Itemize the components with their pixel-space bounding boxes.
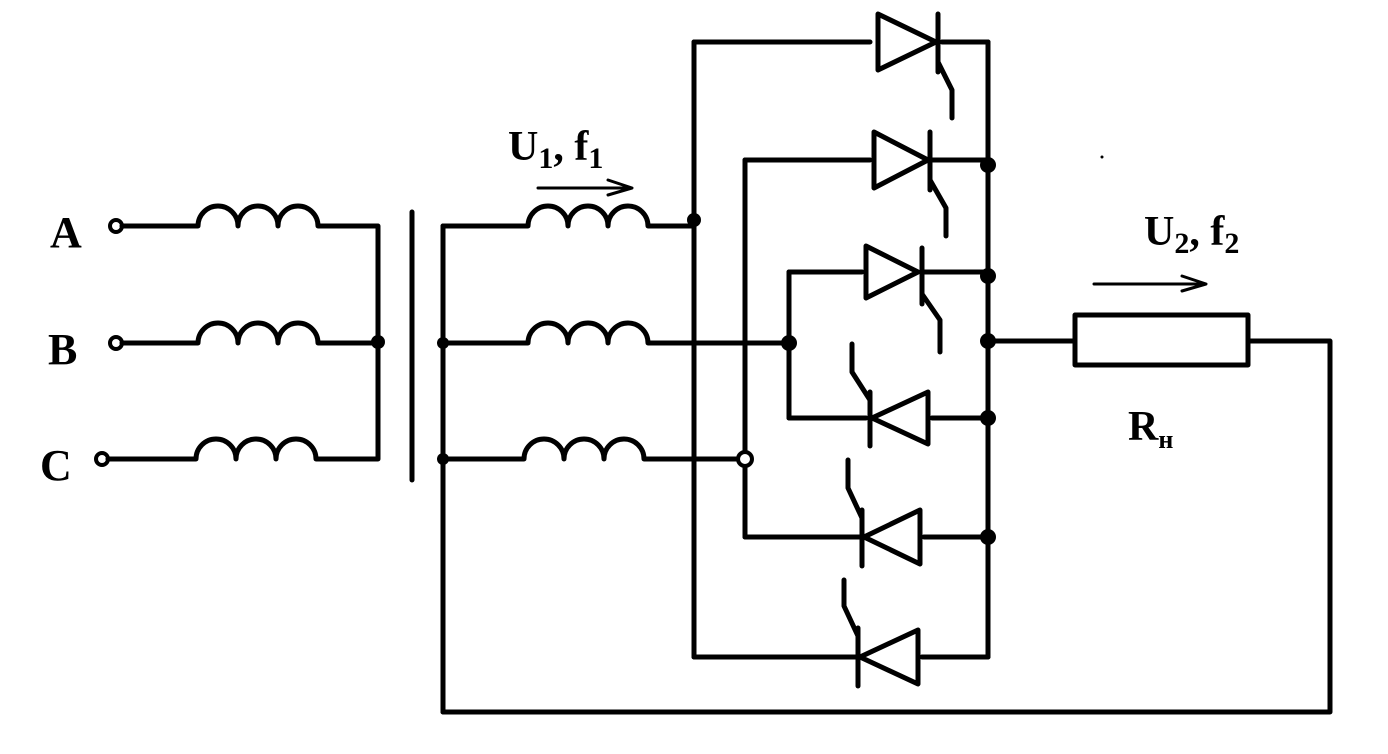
load-resistor [1072, 312, 1251, 368]
secondary-winding-b [440, 320, 792, 346]
primary-winding-a [108, 203, 381, 345]
thyristor-6 [841, 577, 921, 689]
phase-b-label: B [48, 325, 77, 374]
secondary-winding-a [440, 203, 697, 229]
junction-dots [371, 155, 1104, 545]
thyristor-1 [875, 11, 955, 121]
input-arrow [536, 178, 634, 197]
thyristor-3 [863, 243, 943, 355]
phase-a-label: A [50, 208, 82, 257]
junction-open-c [736, 450, 754, 468]
thyristor-4 [849, 341, 931, 449]
input-voltage-frequency-label: U1, f1 [508, 124, 603, 175]
thyristor-2 [871, 129, 949, 239]
primary-winding-b [108, 320, 381, 351]
phase-c-label: C [40, 441, 72, 490]
output-voltage-frequency-label: U2, f2 [1144, 209, 1239, 260]
load-resistor-label: Rн [1128, 404, 1173, 454]
primary-winding-c [94, 339, 381, 467]
thyristor-5 [845, 457, 923, 569]
secondary-winding-c [440, 436, 748, 462]
output-arrow [1092, 274, 1208, 293]
